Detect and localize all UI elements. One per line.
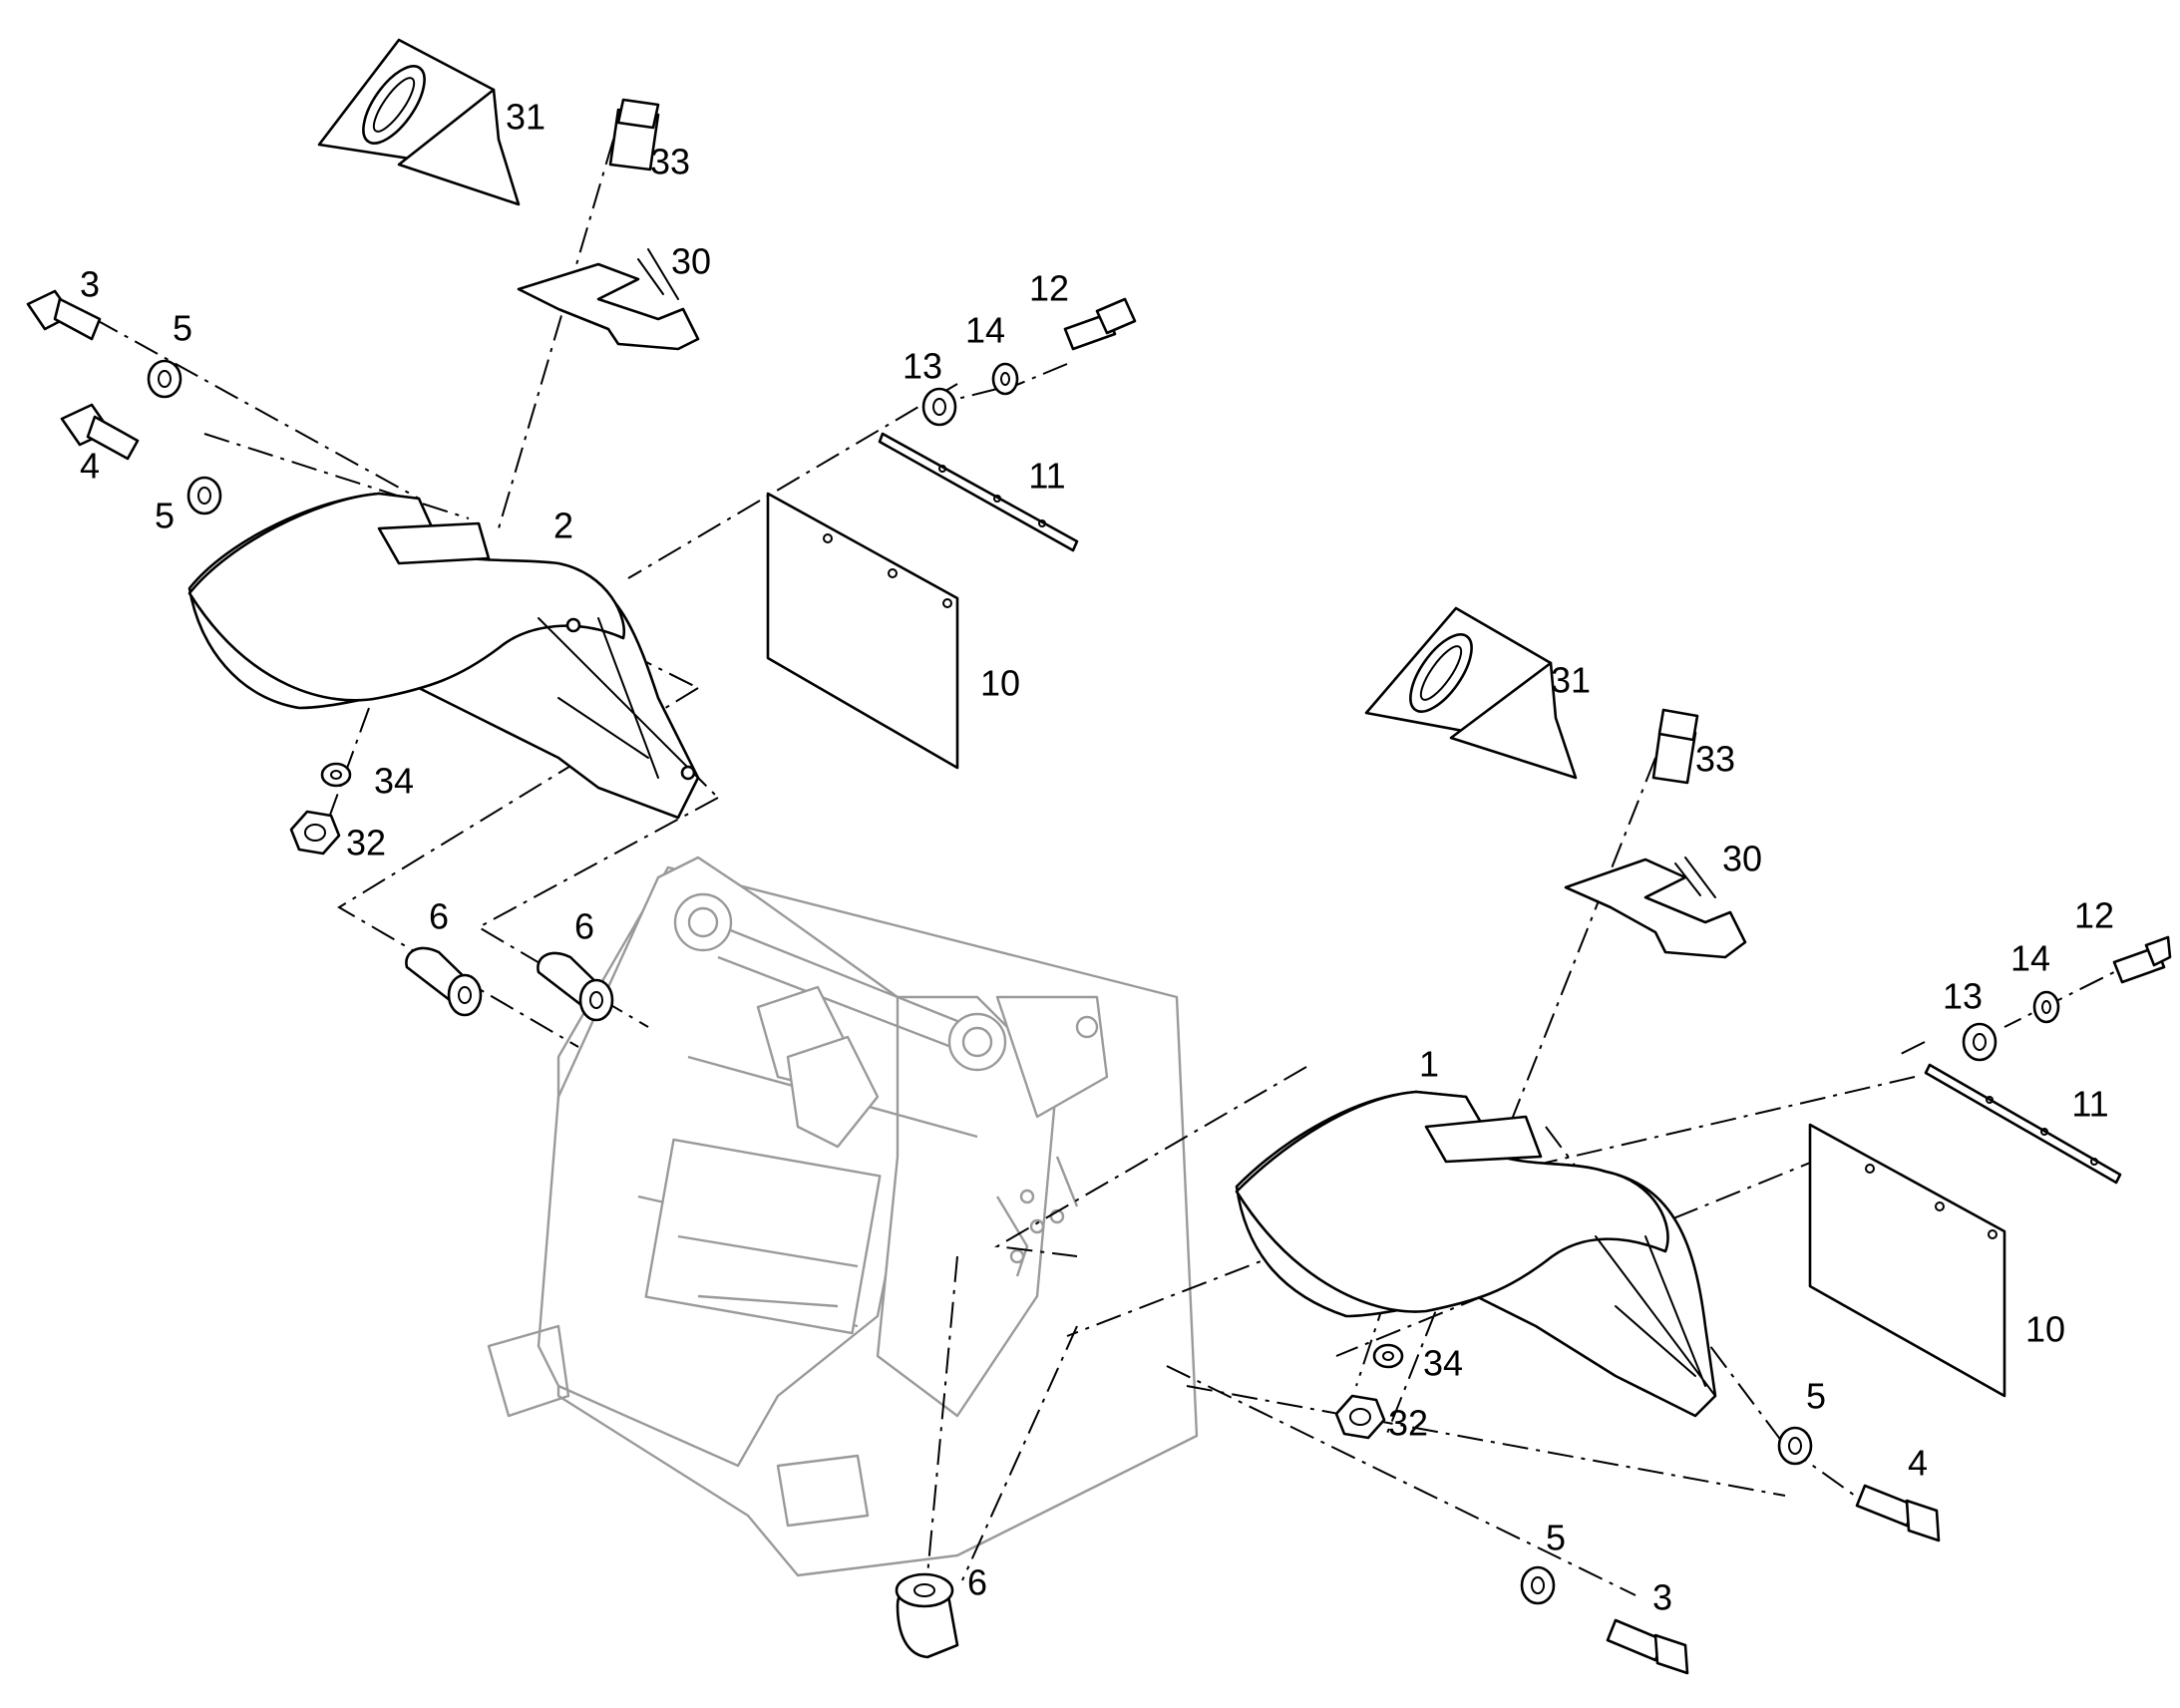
callout-12-left: 12: [1029, 268, 1069, 309]
callout-4-right: 4: [1908, 1443, 1928, 1484]
spacer-6-bottom: [895, 1572, 959, 1659]
callout-31-right: 31: [1551, 660, 1591, 701]
mud-flap-10-right: [1808, 1123, 2006, 1398]
callout-30-left: 30: [671, 241, 711, 282]
fender-1: [1235, 1090, 1717, 1418]
callout-30-right: 30: [1722, 839, 1762, 879]
callout-13-left: 13: [903, 346, 942, 387]
bracket-30-right: [1564, 856, 1747, 959]
callout-5-left-mid: 5: [155, 496, 175, 536]
callout-12-right: 12: [2074, 895, 2114, 936]
washer-5-right-mid: [1777, 1426, 1813, 1466]
washer-5-left-mid: [186, 476, 222, 515]
callout-5-left-top: 5: [173, 308, 192, 349]
callout-33-right: 33: [1695, 739, 1735, 780]
callout-1: 1: [1419, 1044, 1439, 1085]
cover-plate-31-left: [317, 38, 521, 206]
nut-32-left: [289, 810, 341, 855]
callout-31-left: 31: [506, 97, 545, 138]
washer-14-right: [2032, 990, 2060, 1024]
bolt-12-right: [2112, 935, 2172, 984]
callout-11-right: 11: [2071, 1084, 2108, 1125]
callout-5-right-mid: 5: [1806, 1376, 1826, 1417]
callout-32-right: 32: [1388, 1403, 1428, 1444]
mud-flap-10-left: [766, 492, 959, 770]
washer-13-left: [921, 387, 957, 427]
bolt-4-right: [1855, 1484, 1941, 1542]
bolt-33-right: [1651, 708, 1699, 785]
callout-33-left: 33: [650, 142, 690, 182]
callout-2: 2: [553, 506, 573, 546]
callout-14-left: 14: [965, 310, 1005, 351]
washer-14-left: [991, 362, 1019, 396]
callout-6-left-a: 6: [429, 896, 449, 937]
bolt-3-left: [26, 289, 102, 341]
callout-3-right: 3: [1652, 1577, 1672, 1618]
strip-11-left: [878, 432, 1079, 552]
bolt-12-left: [1063, 297, 1137, 351]
callout-4-left: 4: [80, 446, 100, 487]
spacer-6-left-a: [405, 946, 483, 1017]
callout-6-left-b: 6: [574, 906, 594, 947]
bolt-3-right: [1606, 1618, 1689, 1675]
callout-13-right: 13: [1943, 976, 1983, 1017]
nut-32-right: [1334, 1394, 1386, 1440]
bolt-33-left: [608, 98, 660, 171]
callout-10-right: 10: [2025, 1309, 2065, 1350]
fender-2: [187, 492, 700, 820]
callout-34-right: 34: [1423, 1343, 1463, 1384]
washer-34-left: [320, 762, 352, 788]
washer-13-right: [1962, 1022, 1998, 1062]
spacer-6-left-b: [537, 951, 614, 1022]
callout-6-bottom: 6: [967, 1562, 987, 1603]
bolt-4-left: [60, 403, 140, 461]
washer-34-right: [1372, 1343, 1404, 1369]
callout-14-right: 14: [2010, 938, 2050, 979]
washer-5-left-top: [147, 359, 182, 399]
cover-plate-31-right: [1364, 606, 1578, 780]
washer-5-right-low: [1520, 1565, 1556, 1605]
callout-3-left: 3: [80, 264, 100, 305]
callout-5-right-low: 5: [1546, 1518, 1566, 1558]
callout-32-left: 32: [346, 823, 386, 863]
loader-frame: [487, 855, 1199, 1577]
callout-11-left: 11: [1028, 456, 1065, 497]
callout-10-left: 10: [980, 663, 1020, 704]
bracket-30-left: [517, 248, 700, 351]
strip-11-right: [1924, 1063, 2122, 1185]
callout-34-left: 34: [374, 761, 414, 802]
